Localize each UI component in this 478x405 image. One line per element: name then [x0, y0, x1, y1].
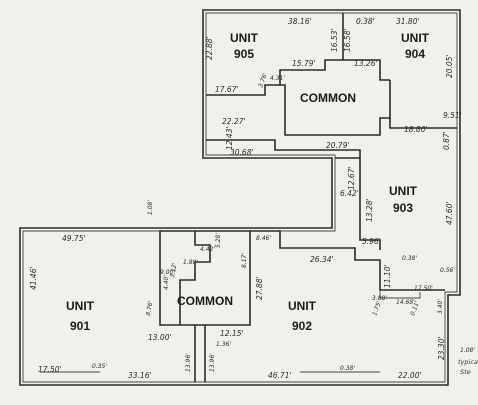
unit-903-label: UNIT — [389, 184, 418, 198]
dim-26-34: 26.34' — [310, 255, 334, 264]
dim-16-53: 16.53' — [330, 28, 339, 52]
note-ste: Ste — [460, 368, 471, 376]
dim-5-28: 5.28' — [215, 233, 222, 248]
dim-13-96b: 13.96' — [209, 353, 216, 372]
dim-27-88: 27.88' — [255, 276, 264, 300]
common-top-label: COMMON — [300, 91, 356, 105]
unit-902-number: 902 — [292, 319, 312, 333]
unit-903-number: 903 — [393, 201, 413, 215]
dim-3-88: 3.88' — [372, 295, 387, 302]
dim-13-28: 13.28' — [365, 198, 374, 222]
dim-3-12: 3.12' — [169, 262, 179, 278]
dim-0-87: 0.87' — [442, 131, 451, 150]
dim-8-17: 8.17' — [241, 253, 248, 268]
dim-46-71: 46.71' — [268, 371, 292, 380]
outer-wall-inner-offset — [22, 12, 458, 383]
wall-905-common — [206, 59, 390, 96]
dim-49-75: 49.75' — [62, 234, 86, 243]
dim-17-50: 17.50' — [38, 365, 62, 374]
dim-20-05: 20.05' — [445, 54, 454, 78]
dim-9-51: 9.51' — [443, 111, 462, 120]
wall-904-903 — [389, 118, 457, 129]
dim-1-80: 1.80' — [183, 259, 198, 266]
unit-901-number: 901 — [70, 319, 90, 333]
wall-common-top-box — [280, 80, 391, 136]
dim-41-46: 41.46' — [29, 266, 38, 290]
wall-905-903 — [206, 139, 361, 158]
dim-4-42: 4.42' — [200, 246, 215, 253]
wall-903-bottom-notch — [379, 290, 421, 299]
wall-902-903 — [250, 230, 445, 291]
dim-4-31: 4.31' — [270, 75, 285, 82]
unit-901-label: UNIT — [66, 299, 95, 313]
dim-12-15: 12.15' — [220, 329, 244, 338]
dim-18-80: 18.80' — [404, 125, 428, 134]
dim-6-42: 6.42' — [340, 189, 359, 198]
dim-12-43: 12.43' — [225, 126, 234, 150]
dim-17-50-right: 17.50' — [414, 285, 433, 292]
dim-0-56: 0.56' — [440, 267, 455, 274]
dim-3-76: 3.76' — [257, 72, 269, 89]
dim-8-76: 8.76' — [145, 300, 155, 316]
outer-wall-upper — [19, 9, 461, 386]
dim-0-38-mid: 0.38' — [402, 255, 417, 262]
dim-8-46: 8.46' — [256, 235, 271, 242]
unit-902-label: UNIT — [288, 299, 317, 313]
wall-common-step — [179, 231, 211, 325]
dim-23-30: 23.30' — [437, 336, 446, 360]
dim-1-75: 1.75' — [371, 300, 383, 317]
dim-1-08: 1.08' — [147, 200, 154, 215]
wall-903-left-step — [335, 157, 381, 250]
dim-13-96a: 13.96' — [185, 353, 192, 372]
dim-13-00: 13.00' — [148, 333, 172, 342]
dim-20-79: 20.79' — [326, 141, 350, 150]
dim-22-00: 22.00' — [398, 371, 422, 380]
dim-13-26: 13.26' — [354, 59, 378, 68]
dim-30-68: 30.68' — [230, 148, 254, 157]
dim-3-40: 3.40' — [437, 299, 444, 314]
dim-31-80: 31.80' — [396, 17, 420, 26]
dim-14-68: 14.68' — [396, 299, 415, 306]
unit-905-number: 905 — [234, 47, 254, 61]
dim-38-16: 38.16' — [288, 17, 312, 26]
dim-9-00: 9.00' — [160, 269, 175, 276]
dim-22-88: 22.88' — [205, 36, 214, 60]
unit-905-label: UNIT — [230, 31, 259, 45]
dim-17-67: 17.67' — [215, 85, 239, 94]
dim-12-67: 12.67' — [347, 166, 356, 190]
common-bottom-label: COMMON — [177, 294, 233, 308]
unit-904-number: 904 — [405, 47, 425, 61]
unit-904-label: UNIT — [401, 31, 430, 45]
dim-22-27: 22.27' — [222, 117, 246, 126]
dim-1-36: 1.36' — [216, 341, 231, 348]
dim-33-16: 33.16' — [128, 371, 152, 380]
dim-47-60: 47.60' — [445, 201, 454, 225]
dim-16-58: 16.58' — [343, 28, 352, 52]
dim-5-96: 5.96' — [362, 237, 381, 246]
dim-0-38-top: 0.38' — [356, 17, 375, 26]
dim-1-08-right: 1.08' — [460, 347, 475, 354]
dim-0-11: 0.11' — [409, 300, 421, 317]
dim-0-35: 0.35' — [92, 363, 107, 370]
dim-11-10: 11.10' — [383, 264, 392, 288]
note-typical: typica — [458, 358, 478, 366]
dim-15-79: 15.79' — [292, 59, 316, 68]
dim-4-40: 4.40' — [163, 275, 170, 290]
wall-common-bottom — [159, 230, 251, 326]
dim-0-38-bottom: 0.38' — [340, 365, 355, 372]
